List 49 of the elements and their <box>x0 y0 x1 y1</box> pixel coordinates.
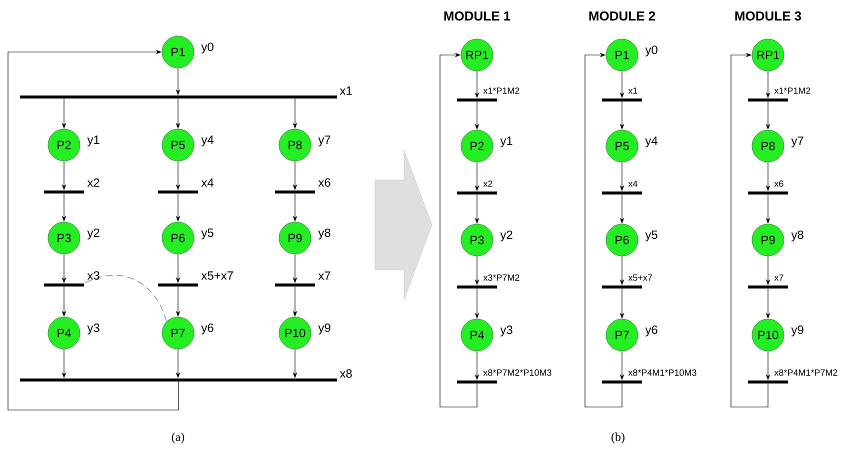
place-label: y7 <box>791 136 804 148</box>
transition-label: x1 <box>628 88 638 94</box>
transition-label: x6 <box>318 178 330 187</box>
transition-label: x1*P1M2 <box>483 88 520 94</box>
place-label: y0 <box>201 42 214 54</box>
place-label: y1 <box>87 136 100 146</box>
place-label: y6 <box>645 326 658 336</box>
arrow <box>8 50 179 410</box>
transition-label: x2 <box>87 178 100 187</box>
transition-label: x8*P7M2*P10M3 <box>483 369 552 376</box>
transition-label: x8*P4M1*P7M2 <box>774 369 838 376</box>
module-title: MODULE 2 <box>589 11 656 21</box>
transition-label: x8*P4M1*P10M3 <box>628 369 696 376</box>
arrow <box>730 52 768 408</box>
transition-label: x1 <box>340 86 352 95</box>
transition-label: x2 <box>483 180 492 187</box>
arrow <box>440 52 478 408</box>
place-label: y5 <box>645 230 658 242</box>
place-label: y4 <box>645 136 658 148</box>
panel-label: (b) <box>612 432 624 444</box>
place-label: y4 <box>201 136 214 146</box>
place-label: y8 <box>318 228 330 240</box>
arrow <box>584 52 622 408</box>
place-label: y9 <box>318 324 330 334</box>
place-label: y9 <box>791 326 804 336</box>
transition-label: x7 <box>318 272 330 280</box>
transition-label: x1*P1M2 <box>774 88 810 94</box>
place-label: y5 <box>201 228 214 240</box>
transition-label: x3 <box>87 271 100 280</box>
transition-label: x4 <box>201 178 214 187</box>
place-label: y2 <box>87 228 100 240</box>
place-label: y6 <box>201 324 214 334</box>
place-label: y1 <box>500 136 512 148</box>
module-title: MODULE 3 <box>735 11 802 21</box>
transition-label: x4 <box>628 180 638 187</box>
place-label: y3 <box>87 324 100 334</box>
module-title: MODULE 1 <box>444 11 510 21</box>
place-label: y3 <box>500 326 512 336</box>
place-label: y0 <box>645 46 658 56</box>
transition-label: x5+x7 <box>201 271 233 280</box>
transition-label: x7 <box>774 274 784 281</box>
panel-label: (a) <box>172 432 184 444</box>
transition-label: x3*P7M2 <box>483 274 520 281</box>
place-label: y7 <box>318 136 330 146</box>
transition-label: x5+x7 <box>628 274 652 281</box>
transition-label: x6 <box>774 180 784 187</box>
place-label: y2 <box>500 230 512 242</box>
transition-label: x8 <box>340 369 352 378</box>
place-label: y8 <box>791 230 804 242</box>
